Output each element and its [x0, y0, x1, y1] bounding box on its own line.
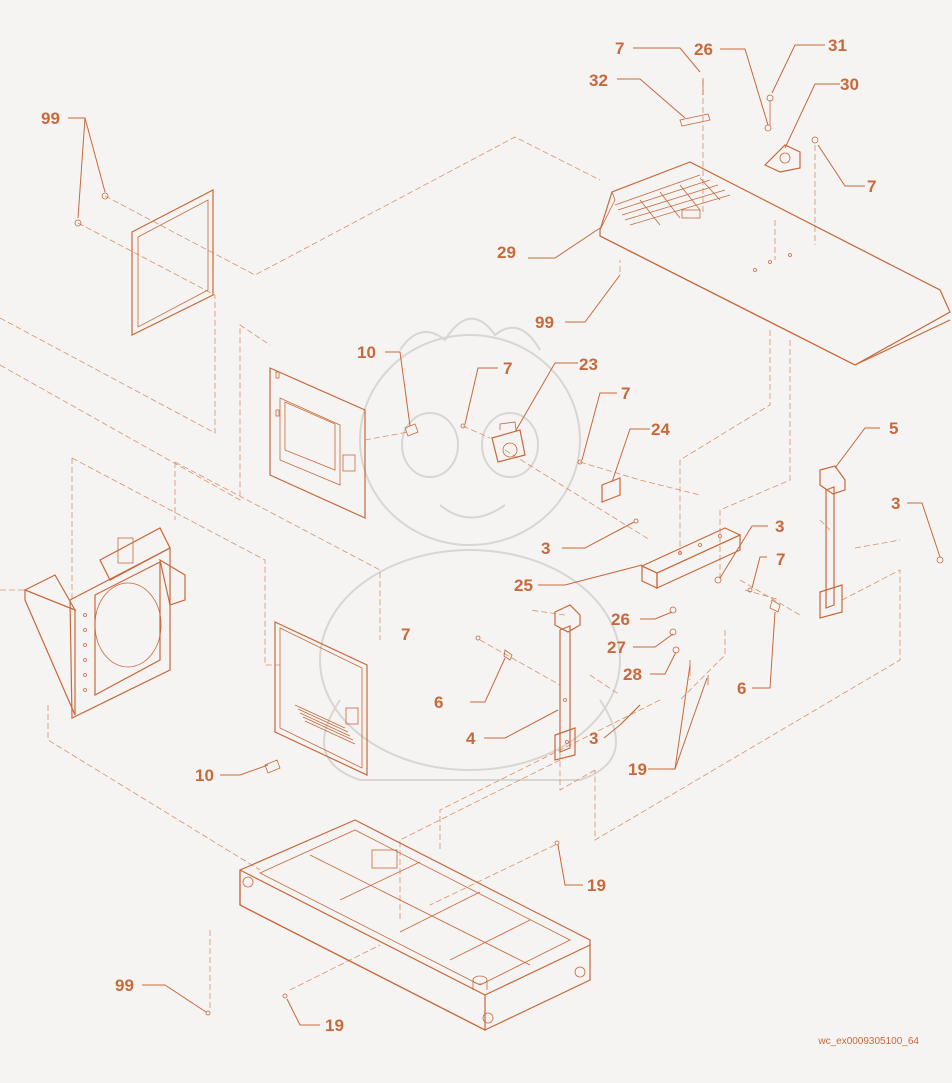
- callout-32: 32: [589, 71, 608, 90]
- callout-19-base: 19: [587, 876, 606, 895]
- callout-24: 24: [651, 420, 670, 439]
- callout-26-top: 26: [694, 40, 713, 59]
- callout-3-post4: 3: [589, 729, 598, 748]
- radiator-assembly: [23, 527, 186, 719]
- callout-7-post4: 7: [401, 625, 410, 644]
- callout-27: 27: [607, 638, 626, 657]
- callout-99-cover: 99: [535, 313, 554, 332]
- callout-3-center: 3: [541, 539, 550, 558]
- callout-6-left: 6: [434, 693, 443, 712]
- callout-leaders: [68, 44, 941, 1026]
- callout-29: 29: [497, 243, 516, 262]
- callout-28: 28: [623, 665, 642, 684]
- callout-26-mid: 26: [611, 610, 630, 629]
- callout-23: 23: [579, 355, 598, 374]
- callout-10-lower: 10: [195, 766, 214, 785]
- callout-99-topleft: 99: [41, 109, 60, 128]
- callout-31: 31: [828, 36, 847, 55]
- callout-30: 30: [840, 75, 859, 94]
- callout-7-right: 7: [867, 177, 876, 196]
- callout-5: 5: [889, 419, 898, 438]
- callout-labels: 7 26 31 32 30 99 7 29 99 10 7 23 7 24 5 …: [41, 36, 900, 1035]
- radiator-screen-panel: [74, 189, 214, 336]
- callout-7-controlright: 7: [621, 384, 630, 403]
- watermark-mascot: [319, 317, 621, 781]
- callout-10-upper: 10: [357, 343, 376, 362]
- callout-3-right: 3: [891, 494, 900, 513]
- callout-25: 25: [514, 576, 533, 595]
- callout-19-mid: 19: [628, 760, 647, 779]
- callout-7-top: 7: [615, 39, 624, 58]
- callout-6-right: 6: [737, 679, 746, 698]
- callout-19-bottom: 19: [325, 1016, 344, 1035]
- upper-access-door: [269, 367, 419, 519]
- reference-code: wc_ex0009305100_64: [817, 1036, 919, 1047]
- top-cover-hood: [599, 161, 951, 366]
- callout-3-crossbar: 3: [775, 517, 784, 536]
- base-frame: [205, 819, 591, 1031]
- support-crossbar: [640, 527, 742, 685]
- upright-post-left: [475, 604, 641, 761]
- callout-7-post5: 7: [776, 550, 785, 569]
- upright-post-right: [747, 465, 944, 619]
- callout-7-controlleft: 7: [503, 359, 512, 378]
- control-module: [460, 421, 639, 524]
- lower-access-door: [264, 621, 368, 776]
- callout-4: 4: [466, 729, 476, 748]
- lifting-bracket: [679, 78, 819, 173]
- dashed-routing-lines: [0, 80, 901, 1010]
- callout-99-base: 99: [115, 976, 134, 995]
